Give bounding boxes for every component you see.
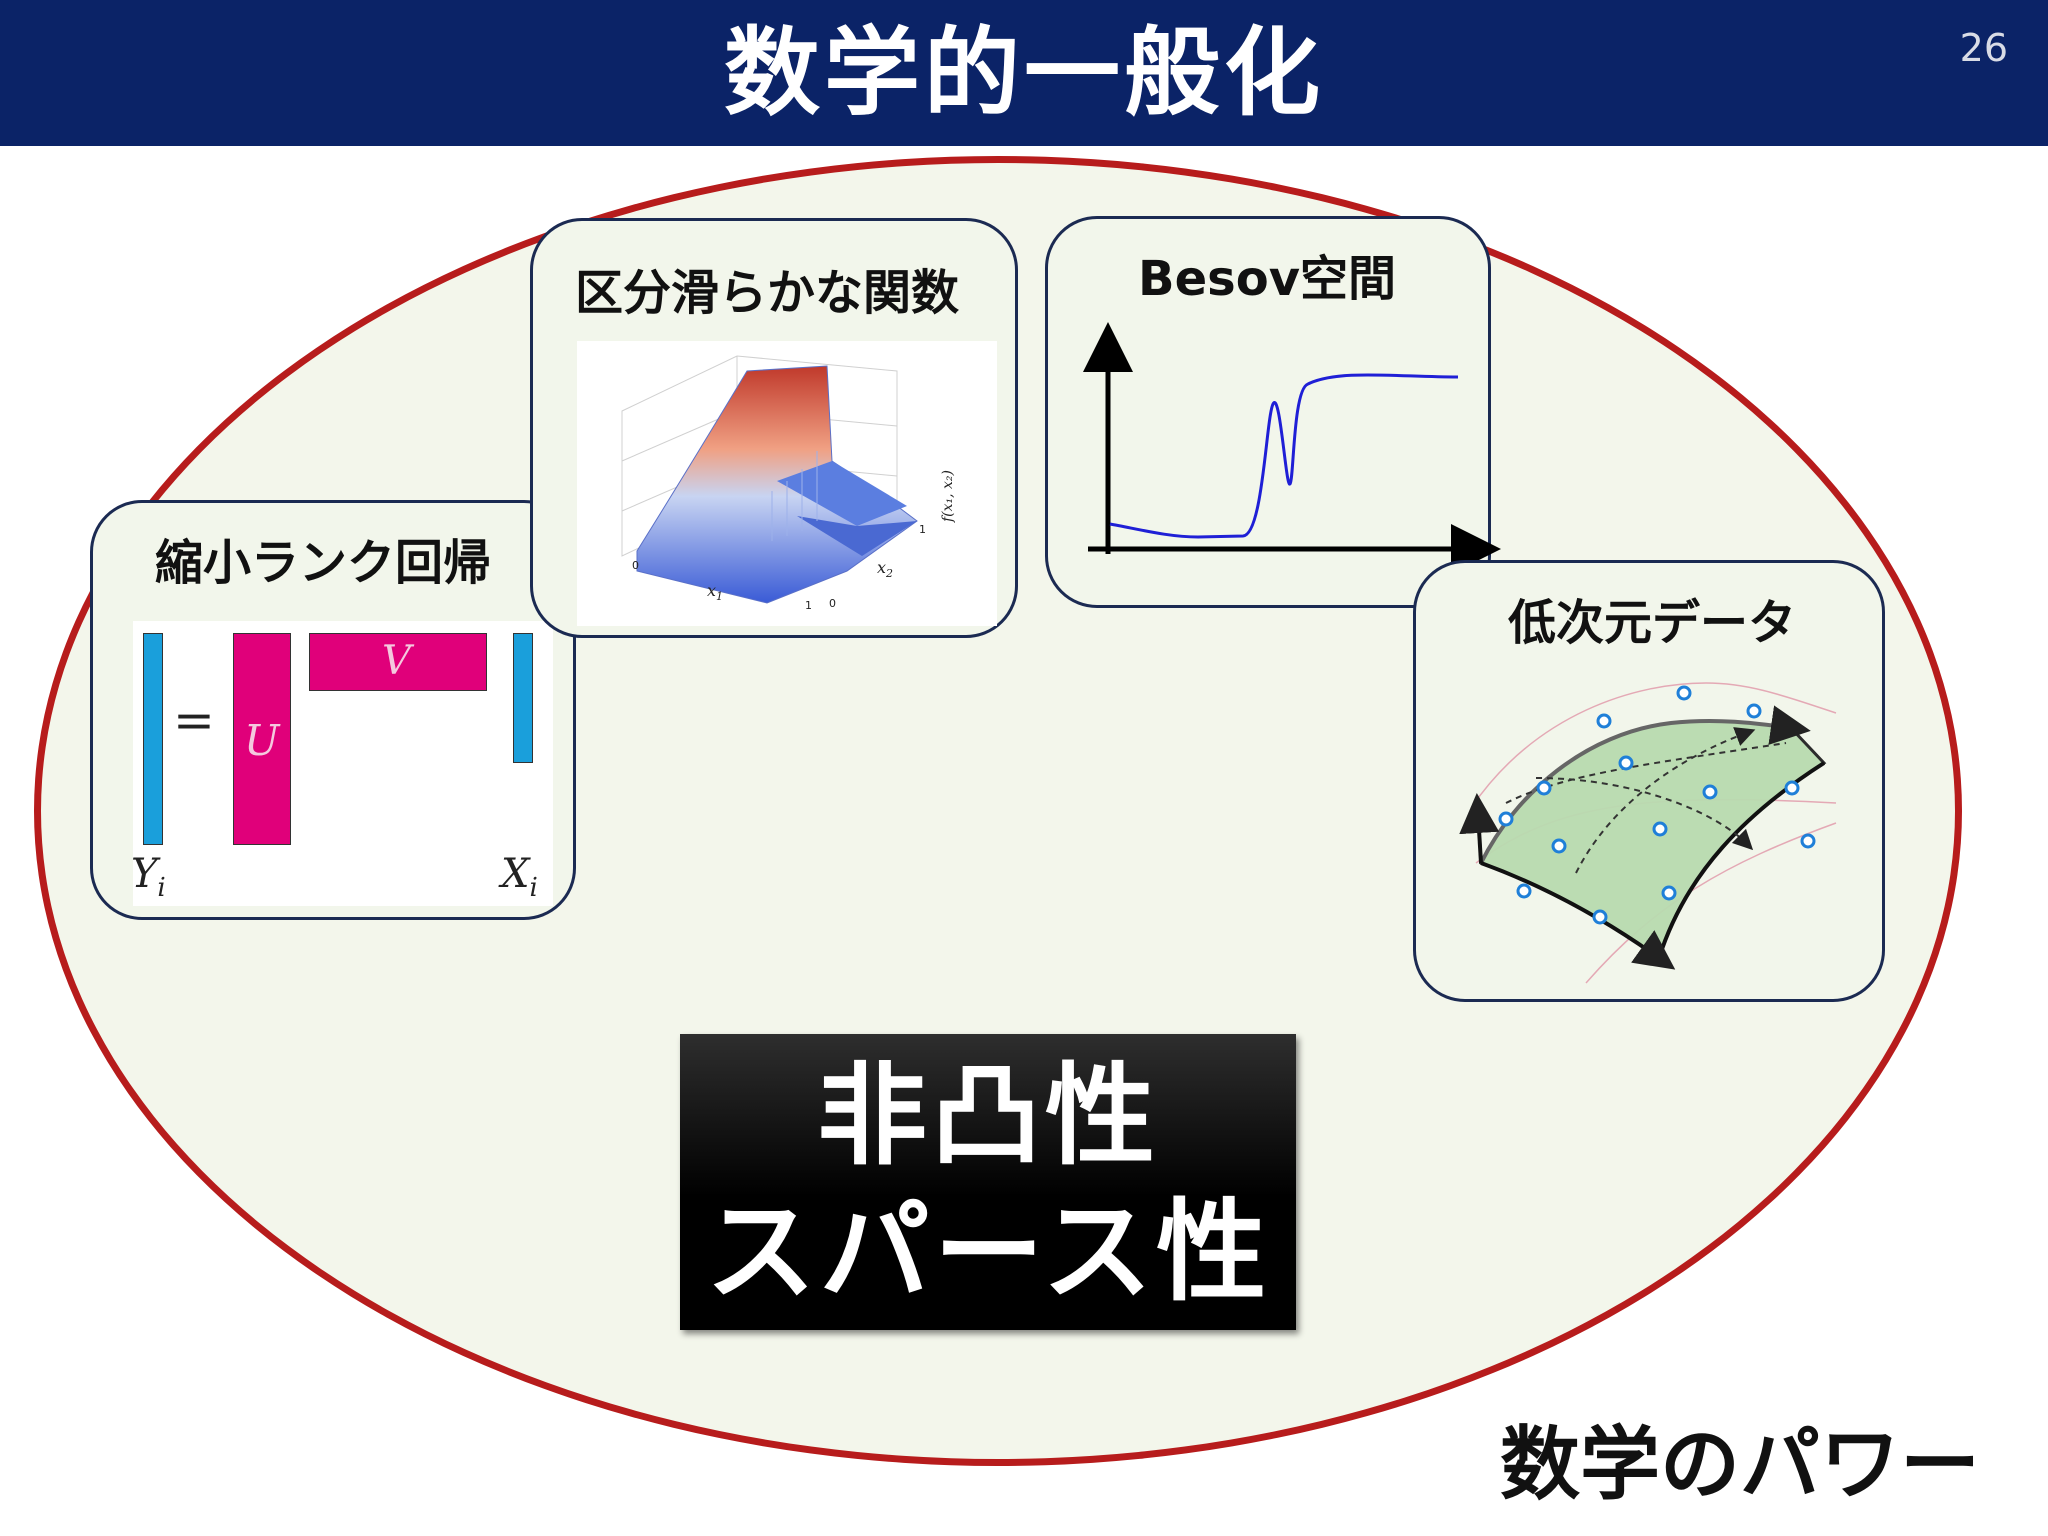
x2-start-tick: 0 (829, 597, 836, 610)
reduced-rank-panel: 縮小ランク回帰 = U V Yi Xi (90, 500, 576, 920)
y-vector (143, 633, 163, 845)
besov-panel: Besov空間 (1045, 216, 1501, 608)
x-subscript: i (529, 873, 538, 903)
y-subscript: i (157, 873, 166, 903)
besov-curve (1109, 373, 1459, 539)
nonconvexity-text: 非凸性 (817, 1052, 1159, 1180)
manifold-diagram (1459, 682, 1837, 984)
piecewise-label: 区分滑らかな関数 (575, 265, 960, 321)
key-concepts-box: 非凸性 スパース性 (680, 1034, 1296, 1330)
besov-plot (1083, 322, 1501, 574)
z-axis-label: f(x₁, x₂) (940, 470, 956, 523)
matrix-diagram: = U V Yi Xi (131, 621, 553, 906)
manifold-surface (1478, 719, 1827, 961)
sparsity-text: スパース性 (705, 1188, 1271, 1316)
x2-end-tick: 1 (919, 523, 926, 536)
v-label: V (382, 638, 411, 684)
surface-plot: 0 1 0 1 x1 x2 f(x₁, x₂) (577, 341, 997, 626)
surface-shape (636, 365, 918, 604)
reduced-rank-label: 縮小ランク回帰 (155, 535, 492, 591)
math-power-caption: 数学のパワー (1500, 1418, 1980, 1511)
piecewise-panel: 区分滑らかな関数 (530, 218, 1018, 638)
x1-start-tick: 0 (632, 559, 639, 572)
x1-end-tick: 1 (805, 599, 812, 612)
low-dim-label: 低次元データ (1508, 595, 1797, 651)
title-bar: 数学的一般化 26 (0, 0, 2048, 146)
y-symbol: Y (131, 851, 158, 897)
x-vector (513, 633, 533, 763)
x-i-label: Xi (501, 851, 538, 903)
besov-label: Besov空間 (1138, 251, 1396, 307)
x2-axis-label: x2 (877, 558, 893, 580)
slide-title: 数学的一般化 (724, 17, 1324, 129)
low-dim-panel: 低次元データ (1413, 560, 1885, 1002)
x1-axis-label: x1 (707, 581, 723, 603)
page-number: 26 (1959, 26, 2008, 70)
surface-plot-svg: 0 1 0 1 x1 x2 f(x₁, x₂) (621, 355, 956, 612)
v-matrix: V (309, 633, 487, 691)
u-matrix: U (233, 633, 291, 845)
y-i-label: Yi (131, 851, 166, 903)
equals-sign: = (173, 691, 215, 749)
u-label: U (244, 716, 280, 765)
x-symbol: X (501, 851, 530, 897)
